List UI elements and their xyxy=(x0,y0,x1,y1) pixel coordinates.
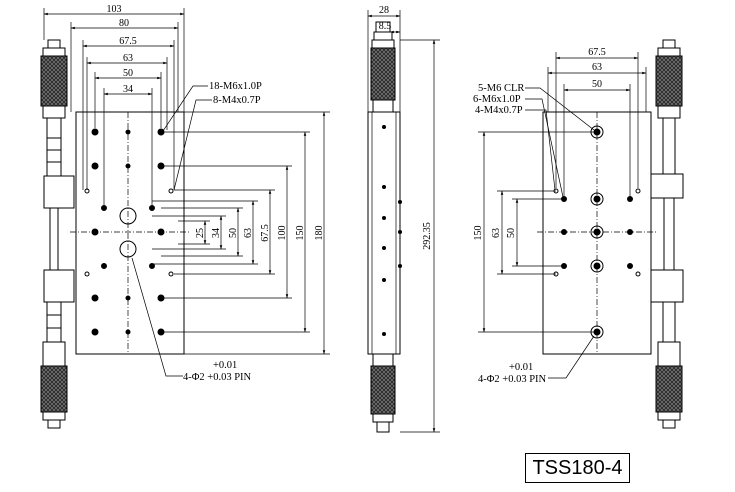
side-micrometer-bottom xyxy=(370,353,396,433)
front-dim-63: 63 xyxy=(123,53,133,64)
front-dim-34: 34 xyxy=(123,84,133,95)
front-view xyxy=(40,8,330,429)
front-top-dimensions xyxy=(43,8,185,205)
front-callout-m6: 18-M6x1.0P xyxy=(209,81,262,92)
front-dim-50: 50 xyxy=(123,68,133,79)
front-micrometer-bottom xyxy=(40,269,75,429)
front-dim-25: 25 xyxy=(195,228,206,238)
front-dim-34-v: 34 xyxy=(211,228,222,238)
front-dim-180: 180 xyxy=(314,226,325,241)
back-dim-50: 50 xyxy=(592,79,602,90)
front-dim-63-v: 63 xyxy=(243,228,254,238)
model-label: TSS180-4 xyxy=(525,453,630,483)
back-top-dimensions xyxy=(547,52,647,196)
back-callout-m6: 6-M6x1.0P xyxy=(473,94,521,105)
side-dim-8-5: 8.5 xyxy=(379,21,392,32)
side-dim-28: 28 xyxy=(379,5,389,16)
front-dim-67-5: 67.5 xyxy=(119,36,137,47)
side-dimensions xyxy=(367,10,440,433)
back-dim-63-v: 63 xyxy=(491,228,502,238)
front-pin-tolerance: +0.01 xyxy=(213,360,237,371)
back-view xyxy=(478,39,684,429)
back-callout-clr: 5-M6 CLR xyxy=(478,83,524,94)
back-dim-63: 63 xyxy=(592,62,602,73)
front-callout-m4: 8-M4x0.7P xyxy=(213,95,261,106)
front-dim-150: 150 xyxy=(295,226,306,241)
side-micrometer-top xyxy=(370,21,396,113)
side-body xyxy=(367,111,401,355)
front-micrometer-top xyxy=(40,39,75,271)
side-view xyxy=(367,10,440,433)
front-dim-103: 103 xyxy=(107,4,122,15)
front-dim-50-v: 50 xyxy=(228,228,239,238)
front-dim-100: 100 xyxy=(277,226,288,241)
back-dim-50-v: 50 xyxy=(506,228,517,238)
back-pin-tolerance: +0.01 xyxy=(509,362,533,373)
back-pin-note: 4-Φ2 +0.03 PIN xyxy=(478,374,547,385)
front-pin-note: 4-Φ2 +0.03 PIN xyxy=(183,372,252,383)
back-callout-m4: 4-M4x0.7P xyxy=(475,105,523,116)
back-dim-67-5: 67.5 xyxy=(588,47,606,58)
front-right-dimensions xyxy=(152,111,330,355)
front-dim-67-5-v: 67.5 xyxy=(260,224,271,242)
back-micrometer-bottom xyxy=(650,269,684,429)
side-holes xyxy=(382,125,402,336)
back-micrometer-top xyxy=(650,39,684,271)
side-dim-292-35: 292.35 xyxy=(422,222,433,250)
back-dim-150: 150 xyxy=(473,226,484,241)
front-dim-80: 80 xyxy=(119,18,129,29)
back-left-dimensions xyxy=(478,131,597,333)
